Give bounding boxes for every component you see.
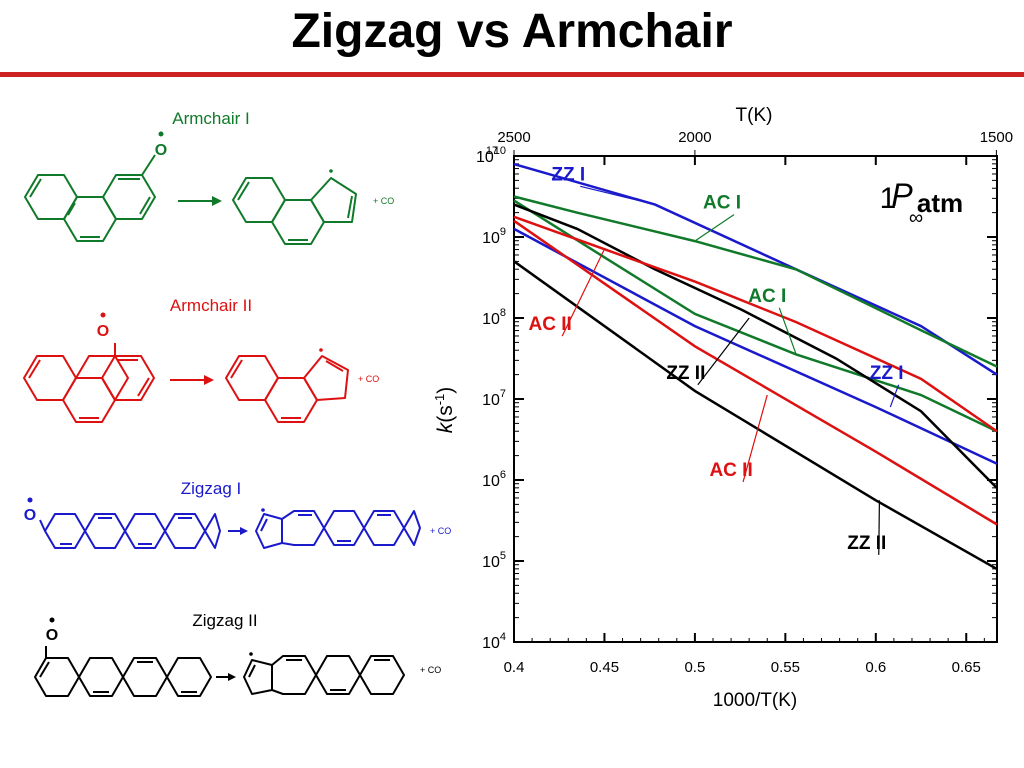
series-line-zz1_bot [513, 227, 998, 465]
y-tick-label: 106 [482, 469, 506, 490]
armchair-2-co: + CO [358, 374, 379, 384]
y-tick-label: 109 [482, 226, 506, 247]
x-tick-label: 0.5 [684, 659, 705, 676]
label-leader-line [878, 500, 881, 555]
arrow-icon [178, 196, 222, 206]
reaction-zigzag-1: Zigzag I O + CO [24, 479, 451, 549]
series-label: ZZ I [551, 164, 585, 185]
zigzag-1-reactant [39, 513, 221, 549]
plot-frame [513, 155, 998, 643]
label-leader-line [694, 214, 735, 242]
series-label: AC I [748, 286, 786, 307]
series-label: ZZ II [666, 363, 705, 384]
x-tick-label: 0.4 [504, 659, 525, 676]
annotation-p: P [891, 177, 913, 213]
y-axis-label: k(s-1) [432, 387, 457, 434]
radical-dot [158, 131, 164, 137]
armchair-2-reactant [23, 343, 155, 423]
top-tick-label: 2000 [678, 129, 711, 146]
armchair-1-co: + CO [373, 196, 394, 206]
label-leader-line [742, 394, 768, 483]
y-tick-label: 107 [482, 388, 506, 409]
zigzag-1-product [255, 510, 421, 549]
y-label-exp: -1 [432, 394, 447, 406]
y-tick-label: 105 [482, 550, 506, 571]
y-tick-label: 1010 [476, 145, 506, 166]
radical-dot [27, 497, 33, 503]
armchair-1-oxygen: O [155, 142, 167, 159]
radical-dot [329, 169, 333, 173]
annotation-atm: atm [917, 188, 963, 218]
y-tick-overprint: 17 [486, 145, 498, 157]
top-tick-label: 2500 [497, 129, 530, 146]
armchair-2-product [225, 355, 349, 423]
radical-dot [261, 508, 265, 512]
radical-dot [319, 348, 323, 352]
arrow-icon [216, 673, 236, 681]
data-series [513, 162, 998, 571]
label-leader-line [889, 384, 900, 408]
slide-title: Zigzag vs Armchair [291, 5, 733, 58]
axis-ticks: 0.4 0.45 0.5 0.55 0.6 0.65 104 105 106 107 108 109 1… [476, 129, 1013, 676]
series-label: AC II [709, 460, 752, 481]
label-leader-line [561, 248, 605, 337]
x-tick-label: 0.65 [952, 659, 981, 676]
title-rule [0, 72, 1024, 77]
y-label-k: k [434, 421, 457, 433]
y-label-close: ) [434, 387, 457, 394]
pressure-annotation: 1 P atm ∞ [880, 177, 963, 229]
series-line-ac2_bot [513, 219, 998, 526]
annotation-one: 1 [880, 182, 897, 215]
arrow-icon [170, 375, 214, 385]
series-label: AC II [529, 314, 572, 335]
zigzag-2-product [243, 655, 405, 695]
x-axis-label: 1000/T(K) [713, 690, 797, 711]
armchair-1-product [232, 177, 357, 245]
y-tick-label: 104 [482, 631, 506, 652]
top-tick-label: 1500 [980, 129, 1013, 146]
radical-dot [100, 312, 106, 318]
zigzag-1-oxygen: O [24, 507, 36, 524]
annotation-infinity: ∞ [909, 207, 923, 229]
radical-dot [249, 652, 253, 656]
zigzag-2-oxygen: O [46, 627, 58, 644]
y-tick-label: 108 [482, 307, 506, 328]
x-tick-label: 0.6 [865, 659, 886, 676]
armchair-1-label: Armchair I [172, 109, 249, 128]
series-label: AC I [703, 193, 741, 214]
zigzag-2-co: + CO [420, 665, 441, 675]
zigzag-1-co: + CO [430, 526, 451, 536]
reaction-armchair-1: Armchair I O + CO [24, 109, 394, 245]
armchair-1-reactant [24, 154, 156, 242]
top-axis-label: T(K) [736, 105, 773, 126]
x-tick-label: 0.45 [590, 659, 619, 676]
label-leader-line [697, 317, 750, 386]
series-line-ac1_bot [513, 199, 998, 433]
label-leader-line [580, 185, 656, 206]
label-leader-line [778, 307, 797, 355]
series-line-ac1_top [513, 195, 998, 368]
svg-text:k(s-1): k(s-1) [432, 387, 457, 434]
series-line-zz2_bot [513, 260, 998, 571]
arrow-icon [228, 527, 248, 535]
reaction-armchair-2: Armchair II O + CO [23, 296, 379, 423]
zigzag-2-reactant [34, 646, 212, 697]
series-line-ac2_top [513, 215, 998, 433]
reaction-zigzag-2: Zigzag II O + CO [34, 611, 441, 697]
radical-dot [49, 617, 55, 623]
armchair-2-oxygen: O [97, 323, 109, 340]
series-labels: ZZ I AC I AC I AC II ZZ II ZZ I AC II ZZ II [529, 164, 904, 555]
zigzag-2-label: Zigzag II [192, 611, 257, 630]
x-tick-label: 0.55 [771, 659, 800, 676]
series-label: ZZ I [870, 363, 904, 384]
y-label-unit: (s [434, 405, 457, 423]
armchair-2-label: Armchair II [170, 296, 252, 315]
zigzag-1-label: Zigzag I [181, 479, 241, 498]
series-line-zz2_top [513, 203, 998, 489]
series-label: ZZ II [847, 533, 886, 554]
